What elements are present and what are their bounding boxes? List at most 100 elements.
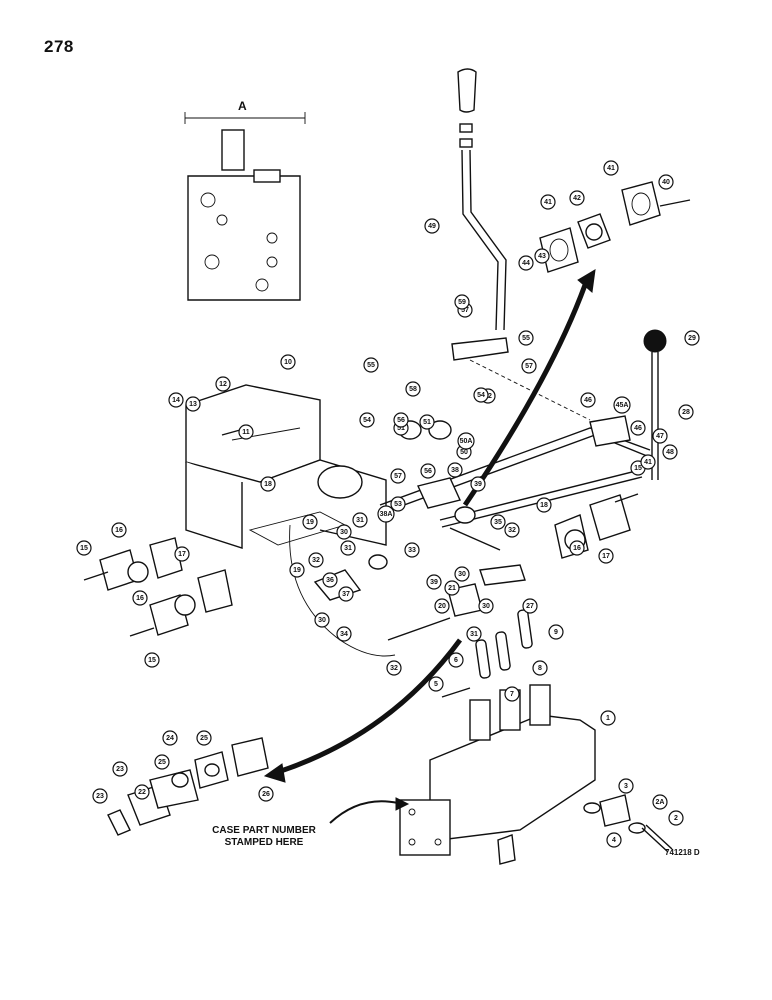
callout-label: 21 <box>448 585 456 592</box>
callout-circle <box>322 572 338 588</box>
callout-circle <box>404 542 420 558</box>
dimension-label-a: A <box>238 99 247 113</box>
callout-circle <box>434 598 450 614</box>
callout-circle <box>613 396 631 414</box>
callout-circle <box>338 586 354 602</box>
callout-circle <box>630 420 646 436</box>
callout-circle <box>424 218 440 234</box>
callout-circle <box>260 476 276 492</box>
callout-label: 36 <box>326 577 334 584</box>
callout-circle <box>606 832 622 848</box>
callout-label: 7 <box>510 691 514 698</box>
callout-circle <box>420 463 436 479</box>
callout-label: 20 <box>438 603 446 610</box>
callout-circle <box>473 387 489 403</box>
callout-label: 1 <box>606 715 610 722</box>
callout-label: 19 <box>306 519 314 526</box>
callout-circle <box>185 396 201 412</box>
callout-label: 18 <box>264 481 272 488</box>
callout-circle <box>426 574 442 590</box>
callout-label: 15 <box>80 545 88 552</box>
callout-label: 16 <box>573 545 581 552</box>
callout-circle <box>308 552 324 568</box>
callout-label: 30 <box>458 571 466 578</box>
callout-label: 10 <box>284 359 292 366</box>
callout-circle <box>405 381 421 397</box>
callout-circle <box>215 376 231 392</box>
callout-circle <box>569 190 585 206</box>
callout-label: 27 <box>526 603 534 610</box>
callout-circle <box>684 330 700 346</box>
callout-label: 37 <box>342 591 350 598</box>
callout-circle <box>603 160 619 176</box>
callout-circle <box>428 676 444 692</box>
callout-circle <box>540 194 556 210</box>
callout-label: 31 <box>356 517 364 524</box>
callout-label: 32 <box>508 527 516 534</box>
callout-label: 57 <box>525 363 533 370</box>
callout-circle <box>652 428 668 444</box>
callout-label: 16 <box>136 595 144 602</box>
callout-circle <box>504 522 520 538</box>
callout-circle <box>419 414 435 430</box>
cover-and-seal-group <box>539 181 691 273</box>
callout-circle <box>352 512 368 528</box>
callout-label: 41 <box>544 199 552 206</box>
callout-label: 30 <box>482 603 490 610</box>
callout-circle <box>454 294 470 310</box>
callout-circle <box>112 761 128 777</box>
callout-circle <box>658 174 674 190</box>
flange-seal-right <box>554 494 631 559</box>
callout-label: 57 <box>394 473 402 480</box>
callout-label: 55 <box>367 362 375 369</box>
callout-label: 50A <box>460 438 473 445</box>
callout-label: 38A <box>380 511 393 518</box>
inset-view-a: A <box>184 99 306 301</box>
callout-circle <box>457 432 475 450</box>
callout-label: 35 <box>494 519 502 526</box>
callout-label: 6 <box>454 657 458 664</box>
callout-circle <box>289 562 305 578</box>
callout-label: 59 <box>458 299 466 306</box>
curved-arrows <box>263 269 596 824</box>
callout-label: 2 <box>674 815 678 822</box>
control-lever-assembly <box>451 68 509 361</box>
callout-label: 54 <box>477 392 485 399</box>
callout-circle <box>522 598 538 614</box>
callout-circle <box>280 354 296 370</box>
callout-circle <box>134 784 150 800</box>
callout-label: 15 <box>148 657 156 664</box>
callout-label: 40 <box>662 179 670 186</box>
callout-circle <box>534 248 550 264</box>
callout-label: 2A <box>656 799 665 806</box>
callout-circle <box>470 476 486 492</box>
callout-circle <box>478 598 494 614</box>
callout-label: 48 <box>666 449 674 456</box>
callout-label: 44 <box>522 260 530 267</box>
callout-label: 23 <box>96 793 104 800</box>
callout-circle <box>454 566 470 582</box>
callout-label: 31 <box>470 631 478 638</box>
callout-circle <box>662 444 678 460</box>
callout-label: 17 <box>602 553 610 560</box>
callout-label: 8 <box>538 665 542 672</box>
callout-label: 12 <box>219 381 227 388</box>
callout-group: 122A345678910111213141515151616161717181… <box>76 160 700 848</box>
callout-circle <box>258 786 274 802</box>
callout-label: 30 <box>318 617 326 624</box>
callout-circle <box>618 778 634 794</box>
callout-label: 30 <box>340 529 348 536</box>
callout-label: 46 <box>634 425 642 432</box>
callout-label: 24 <box>166 735 174 742</box>
callout-label: 15 <box>634 465 642 472</box>
callout-circle <box>678 404 694 420</box>
callout-label: 58 <box>409 386 417 393</box>
callout-label: 34 <box>340 631 348 638</box>
callout-circle <box>652 794 668 810</box>
callout-label: 4 <box>612 837 616 844</box>
callout-label: 23 <box>116 766 124 773</box>
callout-circle <box>359 412 375 428</box>
callout-label: 17 <box>178 551 186 558</box>
callout-circle <box>536 497 552 513</box>
